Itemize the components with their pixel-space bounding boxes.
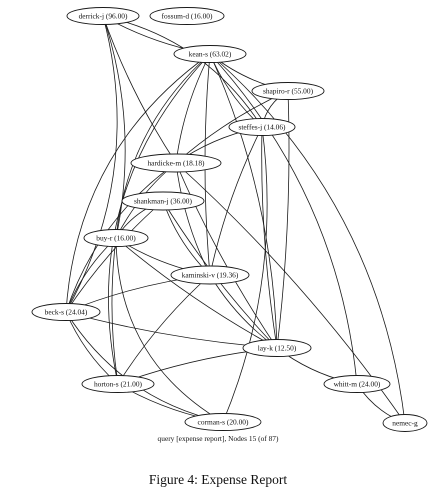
- node-nemec: nemec-g: [382, 414, 428, 432]
- edge-kean-hardicke: [175, 53, 211, 164]
- node-derrick: derrick-j (96.00): [66, 7, 140, 25]
- edge-shankman-beck: [65, 200, 164, 313]
- node-label: steffes-j (14.06): [238, 123, 286, 132]
- node-shankman: shankman-j (36.00): [121, 191, 205, 211]
- edge-buy-lay: [115, 237, 278, 349]
- node-hardicke: hardicke-m (18.18): [130, 153, 222, 173]
- node-label: shankman-j (36.00): [134, 197, 192, 206]
- node-ellipse: [130, 153, 222, 173]
- node-label: corman-s (20.00): [198, 418, 249, 427]
- edge-kean-beck: [65, 53, 211, 313]
- node-kaminski: kaminski-v (19.36): [170, 265, 250, 285]
- node-label: shapiro-r (55.00): [263, 87, 314, 96]
- edge-buy-horton: [111, 237, 119, 385]
- node-steffes: steffes-j (14.06): [228, 118, 296, 136]
- node-ellipse: [173, 45, 247, 63]
- figure-caption: Figure 4: Expense Report: [149, 472, 288, 487]
- edge-derrick-buy: [102, 15, 126, 239]
- node-corman: corman-s (20.00): [184, 413, 262, 431]
- edge-derrick-steffes: [102, 15, 263, 128]
- node-fossum: fossum-d (16.00): [149, 7, 225, 25]
- node-beck: beck-s (24.04): [31, 303, 101, 321]
- node-ellipse: [149, 7, 225, 25]
- edge-layer: [65, 15, 406, 424]
- node-label: kean-s (63.02): [189, 50, 232, 59]
- edge-hardicke-lay: [175, 162, 278, 349]
- node-horton: horton-s (21.00): [81, 375, 155, 393]
- node-label: hardicke-m (18.18): [147, 159, 205, 168]
- node-ellipse: [242, 339, 312, 357]
- node-shapiro: shapiro-r (55.00): [251, 82, 325, 100]
- node-ellipse: [323, 375, 391, 393]
- edge-kaminski-horton: [117, 274, 211, 385]
- graph-query-caption: query [expense report], Nodes 15 (of 87): [158, 434, 279, 443]
- node-ellipse: [81, 375, 155, 393]
- node-whitt: whitt-m (24.00): [323, 375, 391, 393]
- node-ellipse: [382, 414, 428, 432]
- node-layer: derrick-j (96.00) fossum-d (16.00) kean-s …: [31, 7, 428, 432]
- edge-beck-corman: [65, 311, 224, 423]
- node-label: buy-r (16.00): [96, 234, 136, 243]
- edge-hardicke-beck: [65, 162, 177, 313]
- node-ellipse: [121, 191, 205, 211]
- node-ellipse: [184, 413, 262, 431]
- edge-kean-whitt: [209, 53, 358, 385]
- node-kean: kean-s (63.02): [173, 45, 247, 63]
- node-label: whitt-m (24.00): [334, 380, 381, 389]
- edge-hardicke-kaminski: [175, 162, 211, 276]
- edge-kean-nemec: [209, 53, 406, 424]
- edge-derrick-beck: [65, 15, 118, 313]
- node-label: beck-s (24.04): [45, 308, 88, 317]
- node-buy: buy-r (16.00): [83, 229, 149, 247]
- edge-buy-corman: [115, 237, 224, 423]
- node-ellipse: [31, 303, 101, 321]
- edge-derrick-hardicke: [102, 15, 177, 164]
- edge-kean-buy: [115, 53, 211, 239]
- edge-steffes-corman: [222, 126, 268, 423]
- edge-kean-lay: [209, 53, 278, 349]
- edge-steffes-lay: [261, 126, 278, 349]
- node-label: lay-k (12.50): [258, 344, 297, 353]
- node-lay: lay-k (12.50): [242, 339, 312, 357]
- node-ellipse: [251, 82, 325, 100]
- node-label: derrick-j (96.00): [79, 12, 128, 21]
- node-ellipse: [66, 7, 140, 25]
- node-ellipse: [170, 265, 250, 285]
- node-label: fossum-d (16.00): [162, 12, 213, 21]
- edge-kean-horton: [108, 53, 211, 385]
- node-ellipse: [83, 229, 149, 247]
- node-label: nemec-g: [392, 419, 418, 428]
- node-ellipse: [228, 118, 296, 136]
- node-label: horton-s (21.00): [94, 380, 143, 389]
- edge-steffes-kaminski: [209, 126, 263, 276]
- node-label: kaminski-v (19.36): [182, 271, 239, 280]
